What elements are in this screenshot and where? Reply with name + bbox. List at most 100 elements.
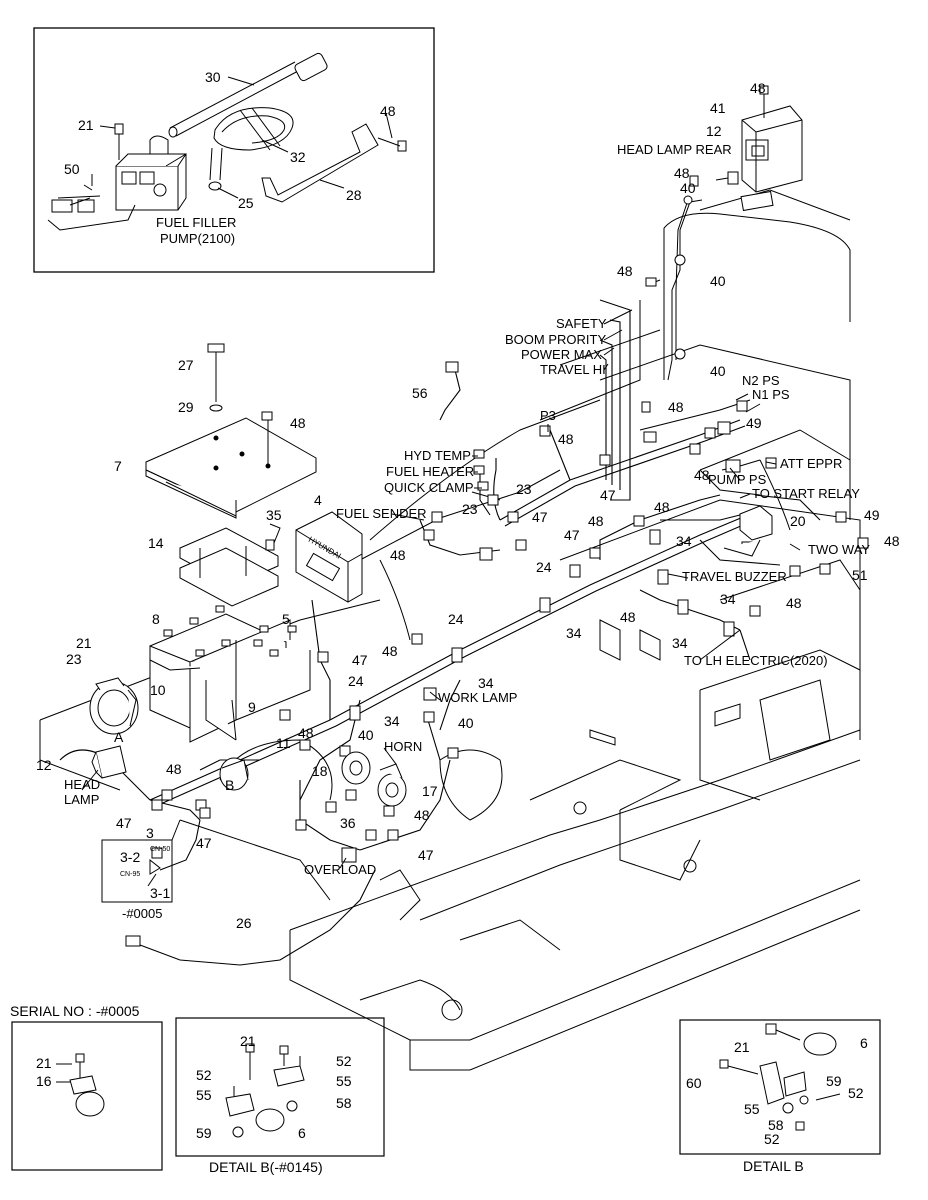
front-components (89, 505, 773, 807)
travel-hi-label: TRAVEL HI (540, 362, 606, 377)
detail-b-inset: DETAIL B 21 6 60 59 52 55 58 52 (679, 1019, 881, 1174)
callout: 58 (336, 1095, 352, 1111)
harness-labels: SAFETY BOOM PRORITY POWER MAX TRAVEL HI … (64, 316, 870, 877)
callout: 48 (390, 547, 406, 563)
callout: 48 (382, 643, 398, 659)
callout: 14 (148, 535, 164, 551)
callout: 58 (768, 1117, 784, 1133)
travel-buzzer-label: TRAVEL BUZZER (682, 569, 787, 584)
callout: 16 (36, 1073, 52, 1089)
callout: 34 (720, 591, 736, 607)
callout: 10 (150, 682, 166, 698)
main-callouts: 27 29 48 7 56 48 49 48 47 4 35 14 23 23 … (36, 357, 900, 931)
callout: 47 (116, 815, 132, 831)
two-way-label: TWO WAY (808, 542, 870, 557)
callout: 8 (152, 611, 160, 627)
head-lamp-label: LAMP (64, 792, 99, 807)
callout: 48 (694, 467, 710, 483)
callout: 34 (384, 713, 400, 729)
p3-label: P3 (540, 408, 556, 423)
fuel-pump-callouts: 30 21 32 48 50 28 25 FUEL FILLER PUMP(21… (64, 69, 396, 246)
callout: 28 (346, 187, 362, 203)
callout: 3-1 (150, 885, 170, 901)
detail-b-marker: B (225, 777, 234, 793)
hyundai-controller: HYUNDAI (295, 511, 363, 603)
callout: 27 (178, 357, 194, 373)
serial-caption: SERIAL NO : -#0005 (10, 1003, 140, 1019)
safety-label: SAFETY (556, 316, 607, 331)
callout: 18 (312, 763, 328, 779)
callout: 6 (860, 1035, 868, 1051)
callout: 56 (412, 385, 428, 401)
callout: 55 (196, 1087, 212, 1103)
connector-inset: CN-50 CN-95 -#0005 (101, 819, 181, 921)
callout: 47 (532, 509, 548, 525)
callout: 47 (564, 527, 580, 543)
callout: 47 (196, 835, 212, 851)
callout: 48 (298, 725, 314, 741)
callout: 24 (448, 611, 464, 627)
callout: 25 (238, 195, 254, 211)
callout: 24 (536, 559, 552, 575)
callout: 35 (266, 507, 282, 523)
callout: 52 (848, 1085, 864, 1101)
callout: 26 (236, 915, 252, 931)
callout: 21 (240, 1033, 256, 1049)
callout: 21 (36, 1055, 52, 1071)
power-max-label: POWER MAX (521, 347, 602, 362)
callout: 36 (340, 815, 356, 831)
callout: 40 (710, 273, 726, 289)
callout: 59 (196, 1125, 212, 1141)
callout: 52 (764, 1131, 780, 1147)
fuel-filler-pump-label: PUMP(2100) (160, 231, 235, 246)
callout: 21 (78, 117, 94, 133)
serial-range-label: -#0005 (122, 906, 162, 921)
callout: 48 (750, 80, 766, 96)
pump-ps-label: PUMP PS (708, 472, 767, 487)
cn95-label: CN-95 (120, 871, 140, 878)
head-lamp-rear-callouts: 48 41 12 HEAD LAMP REAR 48 40 48 40 40 (617, 80, 766, 379)
callout: 55 (336, 1073, 352, 1089)
overload-label: OVERLOAD (304, 862, 376, 877)
callout: 49 (864, 507, 880, 523)
callout: 20 (790, 513, 806, 529)
callout: 30 (205, 69, 221, 85)
callout: 3-2 (120, 849, 140, 865)
callout: 23 (516, 481, 532, 497)
callout: 47 (352, 652, 368, 668)
frame-outline (39, 189, 861, 1071)
detail-a-marker: A (114, 729, 124, 745)
detail-b-0145-inset: DETAIL B(-#0145) 21 52 52 55 55 58 59 6 (175, 1017, 385, 1175)
callout: 5 (282, 611, 290, 627)
callout: 11 (276, 735, 291, 751)
work-lamp-label: WORK LAMP (438, 690, 517, 705)
callout: 47 (418, 847, 434, 863)
callout: 48 (884, 533, 900, 549)
callout: 49 (746, 415, 762, 431)
callout: 48 (166, 761, 182, 777)
callout: 17 (422, 783, 438, 799)
label-leaders (81, 309, 801, 869)
callout: 32 (290, 149, 306, 165)
head-lamp-label: HEAD (64, 777, 100, 792)
callout: 48 (620, 609, 636, 625)
callout: 48 (786, 595, 802, 611)
battery-assembly (145, 343, 317, 743)
hyd-temp-label: HYD TEMP (404, 448, 471, 463)
callout: 21 (734, 1039, 750, 1055)
to-start-relay-label: TO START RELAY (752, 486, 860, 501)
callout: 41 (710, 100, 726, 116)
callout: 3 (146, 825, 154, 841)
fuel-filler-pump-label: FUEL FILLER (156, 215, 236, 230)
callout: 40 (458, 715, 474, 731)
main-harness (59, 299, 821, 966)
n1-ps-label: N1 PS (752, 387, 790, 402)
callout: 34 (672, 635, 688, 651)
callout: 24 (348, 673, 364, 689)
callout: 34 (676, 533, 692, 549)
callout: 40 (358, 727, 374, 743)
fuel-heater-label: FUEL HEATER (386, 464, 474, 479)
callout: 48 (674, 165, 690, 181)
callout: 51 (852, 567, 868, 583)
callout: 48 (380, 103, 396, 119)
